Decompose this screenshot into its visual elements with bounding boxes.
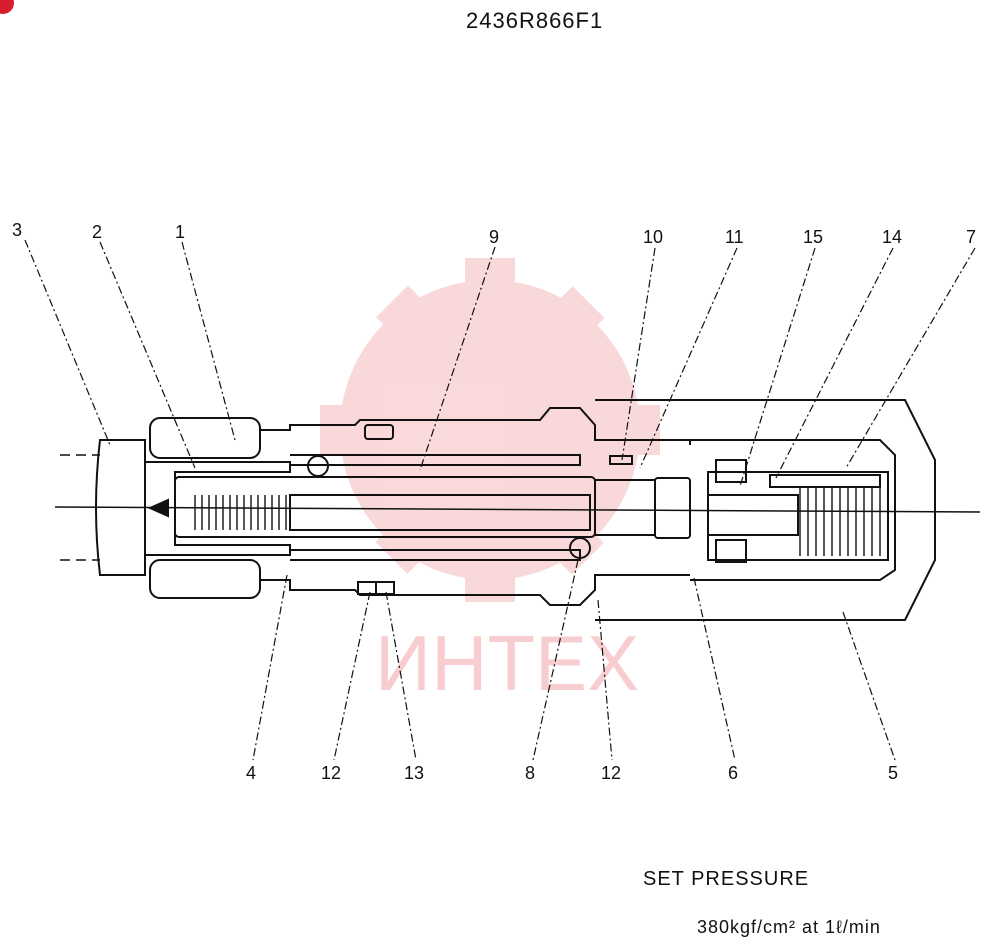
watermark-gear-body <box>340 280 640 580</box>
screw-tip <box>147 498 169 518</box>
spring-seat-lower <box>715 539 747 563</box>
label-4: 4 <box>246 763 256 783</box>
label-10: 10 <box>643 227 663 247</box>
o-ring-upper <box>364 424 394 440</box>
inner-spring <box>194 495 287 530</box>
label-14: 14 <box>882 227 902 247</box>
plug-part <box>95 439 146 576</box>
label-5: 5 <box>888 763 898 783</box>
label-3: 3 <box>12 220 22 240</box>
watermark-text: ИНТЕХ <box>375 619 639 707</box>
steel-ball-lower <box>569 537 591 559</box>
label-6: 6 <box>728 763 738 783</box>
part-number-labels: 3 2 1 9 10 11 15 14 7 4 12 13 8 12 6 5 <box>12 220 976 783</box>
label-8: 8 <box>525 763 535 783</box>
valve-body <box>54 399 981 621</box>
set-pressure-label: SET PRESSURE <box>643 868 810 890</box>
watermark-gear-tooth <box>375 510 440 574</box>
pilot-poppet <box>289 494 591 531</box>
drawing-title: 2436R866F1 <box>466 8 604 33</box>
watermark-gear-tooth <box>320 405 370 455</box>
label-12-right: 12 <box>601 763 621 783</box>
label-7: 7 <box>966 227 976 247</box>
label-12-left: 12 <box>321 763 341 783</box>
sleeve-lower-outline <box>260 574 690 606</box>
label-1: 1 <box>175 222 185 242</box>
watermark-logo <box>320 258 660 602</box>
outer-housing <box>595 399 936 621</box>
watermark-gear-tooth <box>376 285 440 350</box>
label-13: 13 <box>404 763 424 783</box>
sleeve-upper-bore <box>290 454 581 466</box>
spring-seat-upper <box>715 459 747 483</box>
watermark-gear-tooth <box>610 405 660 455</box>
label-9: 9 <box>489 227 499 247</box>
watermark-gear-tooth <box>465 258 515 308</box>
label-15: 15 <box>803 227 823 247</box>
main-poppet <box>707 494 799 536</box>
lock-nut-upper <box>149 417 261 459</box>
steel-ball-upper <box>307 455 329 477</box>
spring-retainer <box>769 474 881 488</box>
seat-retainer <box>654 477 691 539</box>
label-11: 11 <box>725 227 744 247</box>
sleeve-lower-bore <box>290 549 581 561</box>
set-pressure-value: 380kgf/cm² at 1ℓ/min <box>697 917 881 937</box>
main-spring <box>799 488 881 556</box>
seat-ring <box>609 455 633 465</box>
corner-marker <box>0 0 14 14</box>
label-2: 2 <box>92 222 102 242</box>
leader-lines <box>24 239 976 761</box>
lock-nut-lower <box>149 559 261 599</box>
sleeve-upper-outline <box>260 407 691 445</box>
housing-inner-bore <box>690 439 896 581</box>
